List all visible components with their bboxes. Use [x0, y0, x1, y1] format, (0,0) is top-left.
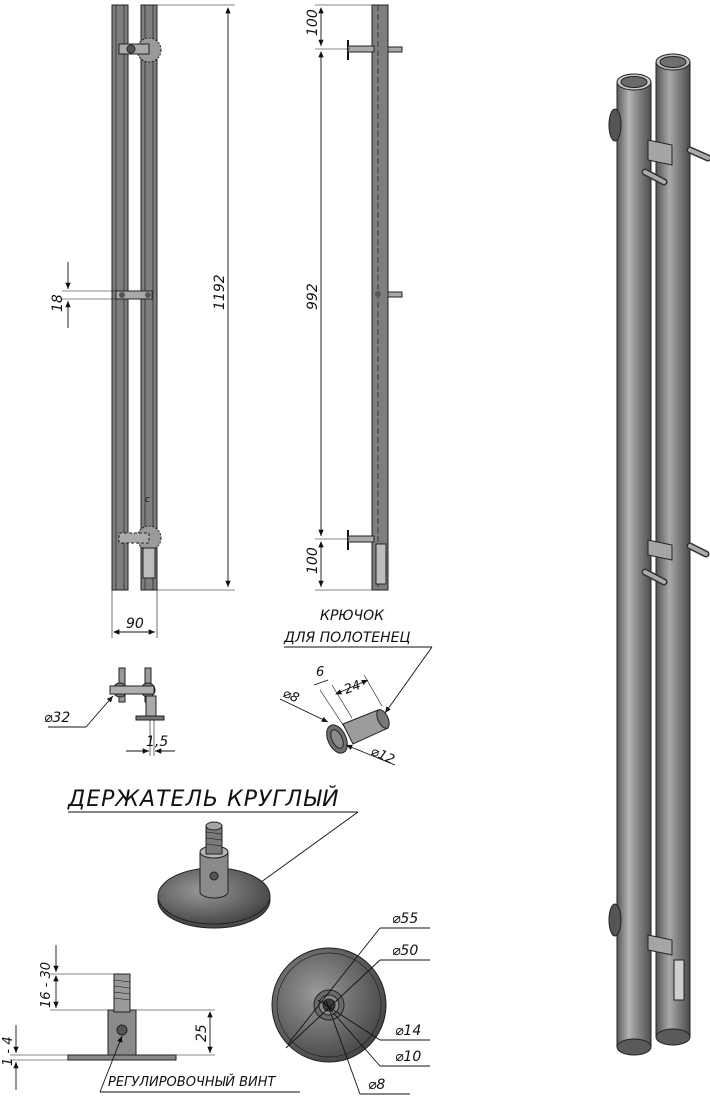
- hook-dim-6: 6: [316, 665, 324, 680]
- holder-dim-16-30: 16 - 30: [39, 962, 54, 1008]
- side-view: 100 992 100: [305, 4, 403, 591]
- holder-dim-10: ⌀10: [395, 1049, 421, 1065]
- front-view: c 1192 90 18: [50, 4, 235, 638]
- holder-dim-8: ⌀8: [368, 1077, 385, 1093]
- holder-title: ДЕРЖАТЕЛЬ КРУГЛЫЙ: [67, 786, 340, 812]
- bracket-thickness-label: 1,5: [146, 734, 168, 750]
- iso-peg-1: [686, 146, 710, 162]
- holder-dim-14: ⌀14: [395, 1023, 421, 1039]
- hook-caption-1: КРЮЧОК: [320, 608, 385, 624]
- holder-screw-label: РЕГУЛИРОВОЧНЫЙ ВИНТ: [108, 1074, 277, 1090]
- holder-dim-25: 25: [194, 1024, 210, 1042]
- dim-width-label: 90: [126, 616, 144, 632]
- dim-spacing-label: 18: [50, 294, 66, 312]
- holder-dim-55: ⌀55: [392, 911, 418, 927]
- dim-height-label: 1192: [212, 274, 228, 310]
- iso-top-disk: [608, 108, 622, 142]
- bracket-detail: ⌀32 1,5: [44, 667, 175, 756]
- iso-front-tube: [616, 81, 652, 1048]
- svg-text:c: c: [145, 495, 150, 505]
- holder-dim-50: ⌀50: [392, 943, 418, 959]
- hook-caption-2: ДЛЯ ПОЛОТЕНЕЦ: [283, 630, 411, 646]
- iso-bottom-disk: [608, 903, 622, 937]
- front-mid-hook: [115, 290, 153, 300]
- holder-dim-1-4: 1 - 4: [1, 1037, 16, 1067]
- isometric-view: [608, 53, 710, 1056]
- iso-peg-2: [641, 168, 668, 186]
- holder-profile: 16 - 30 25 1 - 4 РЕГУЛИРОВОЧНЫЙ ВИНТ: [1, 945, 300, 1093]
- dim-bottom-label: 100: [305, 547, 321, 574]
- bracket-dia-label: ⌀32: [44, 710, 70, 726]
- iso-peg-3: [686, 542, 710, 558]
- holder-iso: ДЕРЖАТЕЛЬ КРУГЛЫЙ: [67, 786, 359, 929]
- dim-top-label: 100: [305, 9, 321, 36]
- iso-peg-4: [641, 568, 668, 586]
- hook-detail: КРЮЧОК ДЛЯ ПОЛОТЕНЕЦ 6 24 ⌀8 ⌀12: [279, 608, 433, 768]
- holder-top-view: ⌀55 ⌀50 ⌀14 ⌀10 ⌀8: [271, 911, 430, 1095]
- dim-middle-label: 992: [305, 283, 321, 310]
- side-tube: [371, 4, 389, 591]
- hook-dim-24: 24: [342, 678, 363, 698]
- hook-dim-dia8: ⌀8: [280, 686, 301, 706]
